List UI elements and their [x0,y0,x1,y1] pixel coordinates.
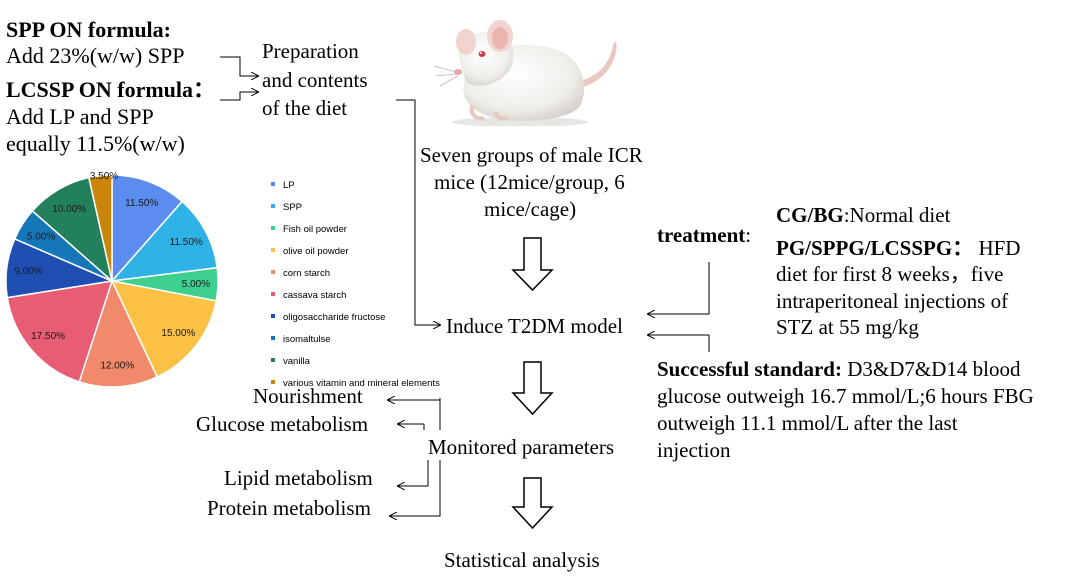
legend-label: vanilla [283,356,310,367]
treatment-cg-bg: CG/BG:Normal diet [776,203,950,227]
legend-label: SPP [283,202,303,213]
mouse-illustration [433,20,617,126]
standard-line3: outweigh 11.1 mmol/L after the last [657,411,958,435]
treatment-to-induce-arrow [648,262,710,314]
standard-to-induce-arrow [648,335,710,352]
preparation-to-induce-arrow [396,99,440,325]
pie-slice [110,279,217,378]
legend-swatch [271,182,275,187]
legend-label: corn starch [283,268,330,279]
legend-item: corn starch [271,264,330,284]
standard-line4: injection [657,438,731,462]
lcssp-formula-desc-line2: equally 11.5%(w/w) [6,131,185,156]
statistical-analysis: Statistical analysis [444,548,600,572]
to-lipid-arrow [398,460,429,486]
mice-line2: mice (12mice/group, 6 [434,170,625,194]
pie-slice-label: 15.00% [161,328,195,339]
preparation-line3: of the diet [262,96,348,120]
to-nourishment-arrow [388,398,441,400]
mice-line1: Seven groups of male ICR [420,143,643,167]
spp-to-preparation-arrow [220,56,258,76]
legend-swatch [271,336,275,341]
treatment-pg-line2: diet for first 8 weeks，five [776,262,1004,286]
legend-item: various vitamin and mineral elements [271,374,440,394]
legend-swatch [271,380,275,385]
treatment-pg-bold: PG/SPPG/LCSSPG： [776,236,974,260]
flow-arrow-down-2 [511,361,554,416]
pie-legend: LP SPP Fish oil powder olive oil powder corn… [271,176,491,389]
treatment-cg-rest: :Normal diet [843,203,951,227]
pie-slice-label: 3.50% [90,171,118,182]
pie-slice-label: 12.00% [100,360,134,371]
legend-swatch [271,204,275,209]
lcssp-formula-title: LCSSP ON formula： [6,77,216,102]
legend-item: Fish oil powder [271,220,347,240]
treatment-pg-rest: HFD [973,236,1021,260]
preparation-line1: Preparation [262,39,359,63]
legend-label: cassava starch [283,290,347,301]
pie-slice-label: 10.00% [52,204,86,215]
pie-slice-label: 5.00% [182,279,210,290]
flow-arrow-down-3 [511,477,554,530]
standard-rest: D3&D7&D14 blood [841,357,1021,381]
legend-swatch [271,358,275,363]
legend-label: olive oil powder [283,246,349,257]
standard-line2: glucose outweigh 16.7 mmol/L;6 hours FBG [657,384,1034,408]
treatment-colon: : [745,223,752,247]
pie-slice [6,280,114,383]
pie-slice [110,200,219,282]
treatment-pg-line3: intraperitoneal injections of [776,289,1009,313]
param-lipid-metabolism: Lipid metabolism [224,466,373,490]
legend-swatch [271,314,275,319]
flow-arrow-down-1 [511,237,554,292]
param-protein-metabolism: Protein metabolism [207,496,371,520]
legend-swatch [271,248,275,253]
pie-slice [87,174,113,282]
pie-slice-label: 17.50% [31,331,65,342]
standard-line1: Successful standard: D3&D7&D14 blood [657,357,1020,381]
pie-slice-label: 11.50% [170,237,203,248]
spp-formula-title: SPP ON formula: [6,17,171,42]
legend-item: SPP [271,198,302,218]
treatment-pg-line1: PG/SPPG/LCSSPG： HFD [776,236,1020,260]
treatment-label: treatment: [657,223,751,247]
legend-label: Fish oil powder [283,224,347,235]
to-protein-arrow [390,460,441,516]
legend-label: various vitamin and mineral elements [283,378,440,389]
pie-slice-label: 11.50% [125,198,158,209]
legend-label: oligosaccharide fructose [283,312,386,323]
treatment-pg-line4: STZ at 55 mg/kg [776,315,919,339]
param-glucose-metabolism: Glucose metabolism [196,412,369,436]
legend-swatch [271,270,275,275]
lcssp-formula-desc-line1: Add LP and SPP [6,104,154,129]
pie-slice [111,174,184,283]
monitored-parameters: Monitored parameters [428,435,615,459]
legend-item: olive oil powder [271,242,348,262]
mice-line3: mice/cage) [484,197,577,221]
param-nourishment: Nourishment [253,384,363,408]
legend-item: vanilla [271,352,310,372]
pie-slice-label: 5.00% [27,231,55,242]
treatment-cg-bold: CG/BG [776,203,844,227]
diet-pie-chart: 11.50% 11.50% 5.00% 15.00% 12.00% 17.50% 9.00%… [5,171,219,388]
legend-label: LP [283,180,295,191]
legend-item: isomaltulse [271,330,331,350]
pie-slice-label: 9.00% [14,266,42,277]
standard-bold: Successful standard: [657,357,842,381]
induce-t2dm-model: Induce T2DM model [446,314,623,338]
treatment-label-text: treatment [657,223,746,247]
spp-formula-desc: Add 23%(w/w) SPP [6,43,185,68]
legend-label: isomaltulse [283,334,331,345]
legend-item: cassava starch [271,286,346,306]
legend-swatch [271,292,275,297]
legend-swatch [271,226,275,231]
pie-slice [78,278,159,388]
legend-item: oligosaccharide fructose [271,308,385,328]
legend-item: LP [271,176,295,196]
preparation-line2: and contents [262,68,368,92]
lcssp-to-preparation-arrow [220,92,258,101]
